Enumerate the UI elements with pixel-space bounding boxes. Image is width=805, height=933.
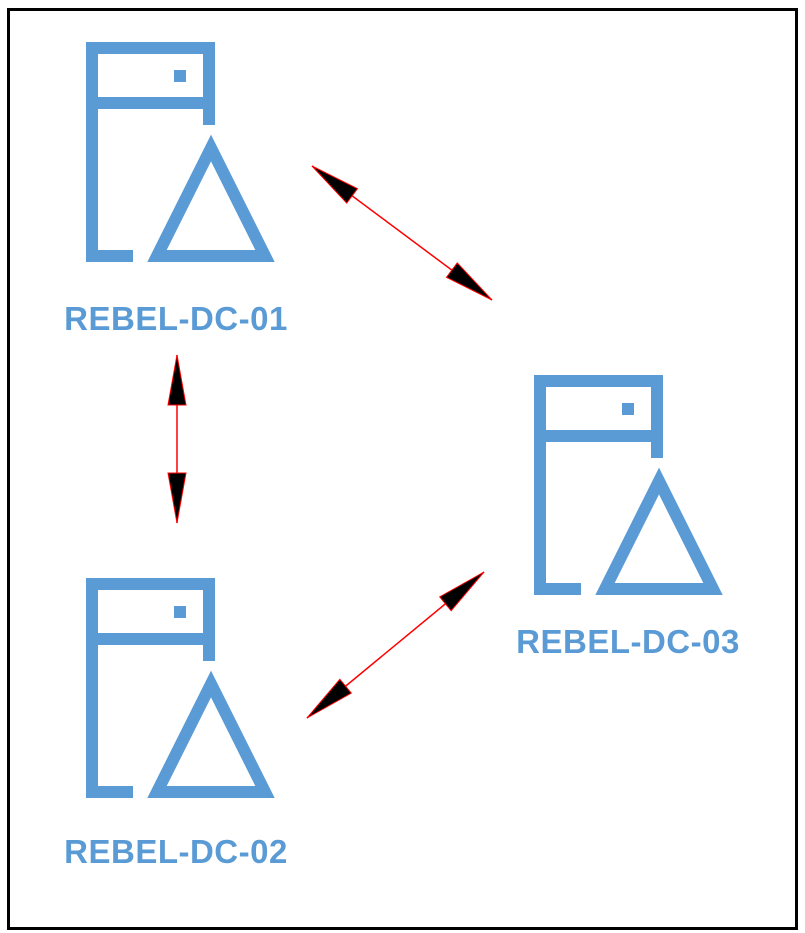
arrow-dc02-dc03 — [306, 571, 485, 719]
server-icon-dc01 — [92, 48, 265, 262]
arrowhead — [167, 472, 187, 524]
node-label-dc01: REBEL-DC-01 — [64, 300, 288, 337]
server-icon-dc02 — [92, 584, 265, 798]
arrowhead — [167, 354, 187, 406]
node-label-dc02: REBEL-DC-02 — [64, 833, 288, 870]
arrow-dc01-dc03 — [311, 165, 493, 301]
diagram-frame — [7, 8, 798, 930]
arrow-dc01-dc02 — [167, 354, 187, 524]
node-label-dc03: REBEL-DC-03 — [516, 623, 740, 660]
arrowhead — [438, 571, 485, 612]
arrowhead — [445, 262, 493, 301]
arrowhead — [311, 165, 359, 204]
server-icon-dc03 — [540, 381, 713, 595]
arrowhead — [306, 678, 353, 719]
